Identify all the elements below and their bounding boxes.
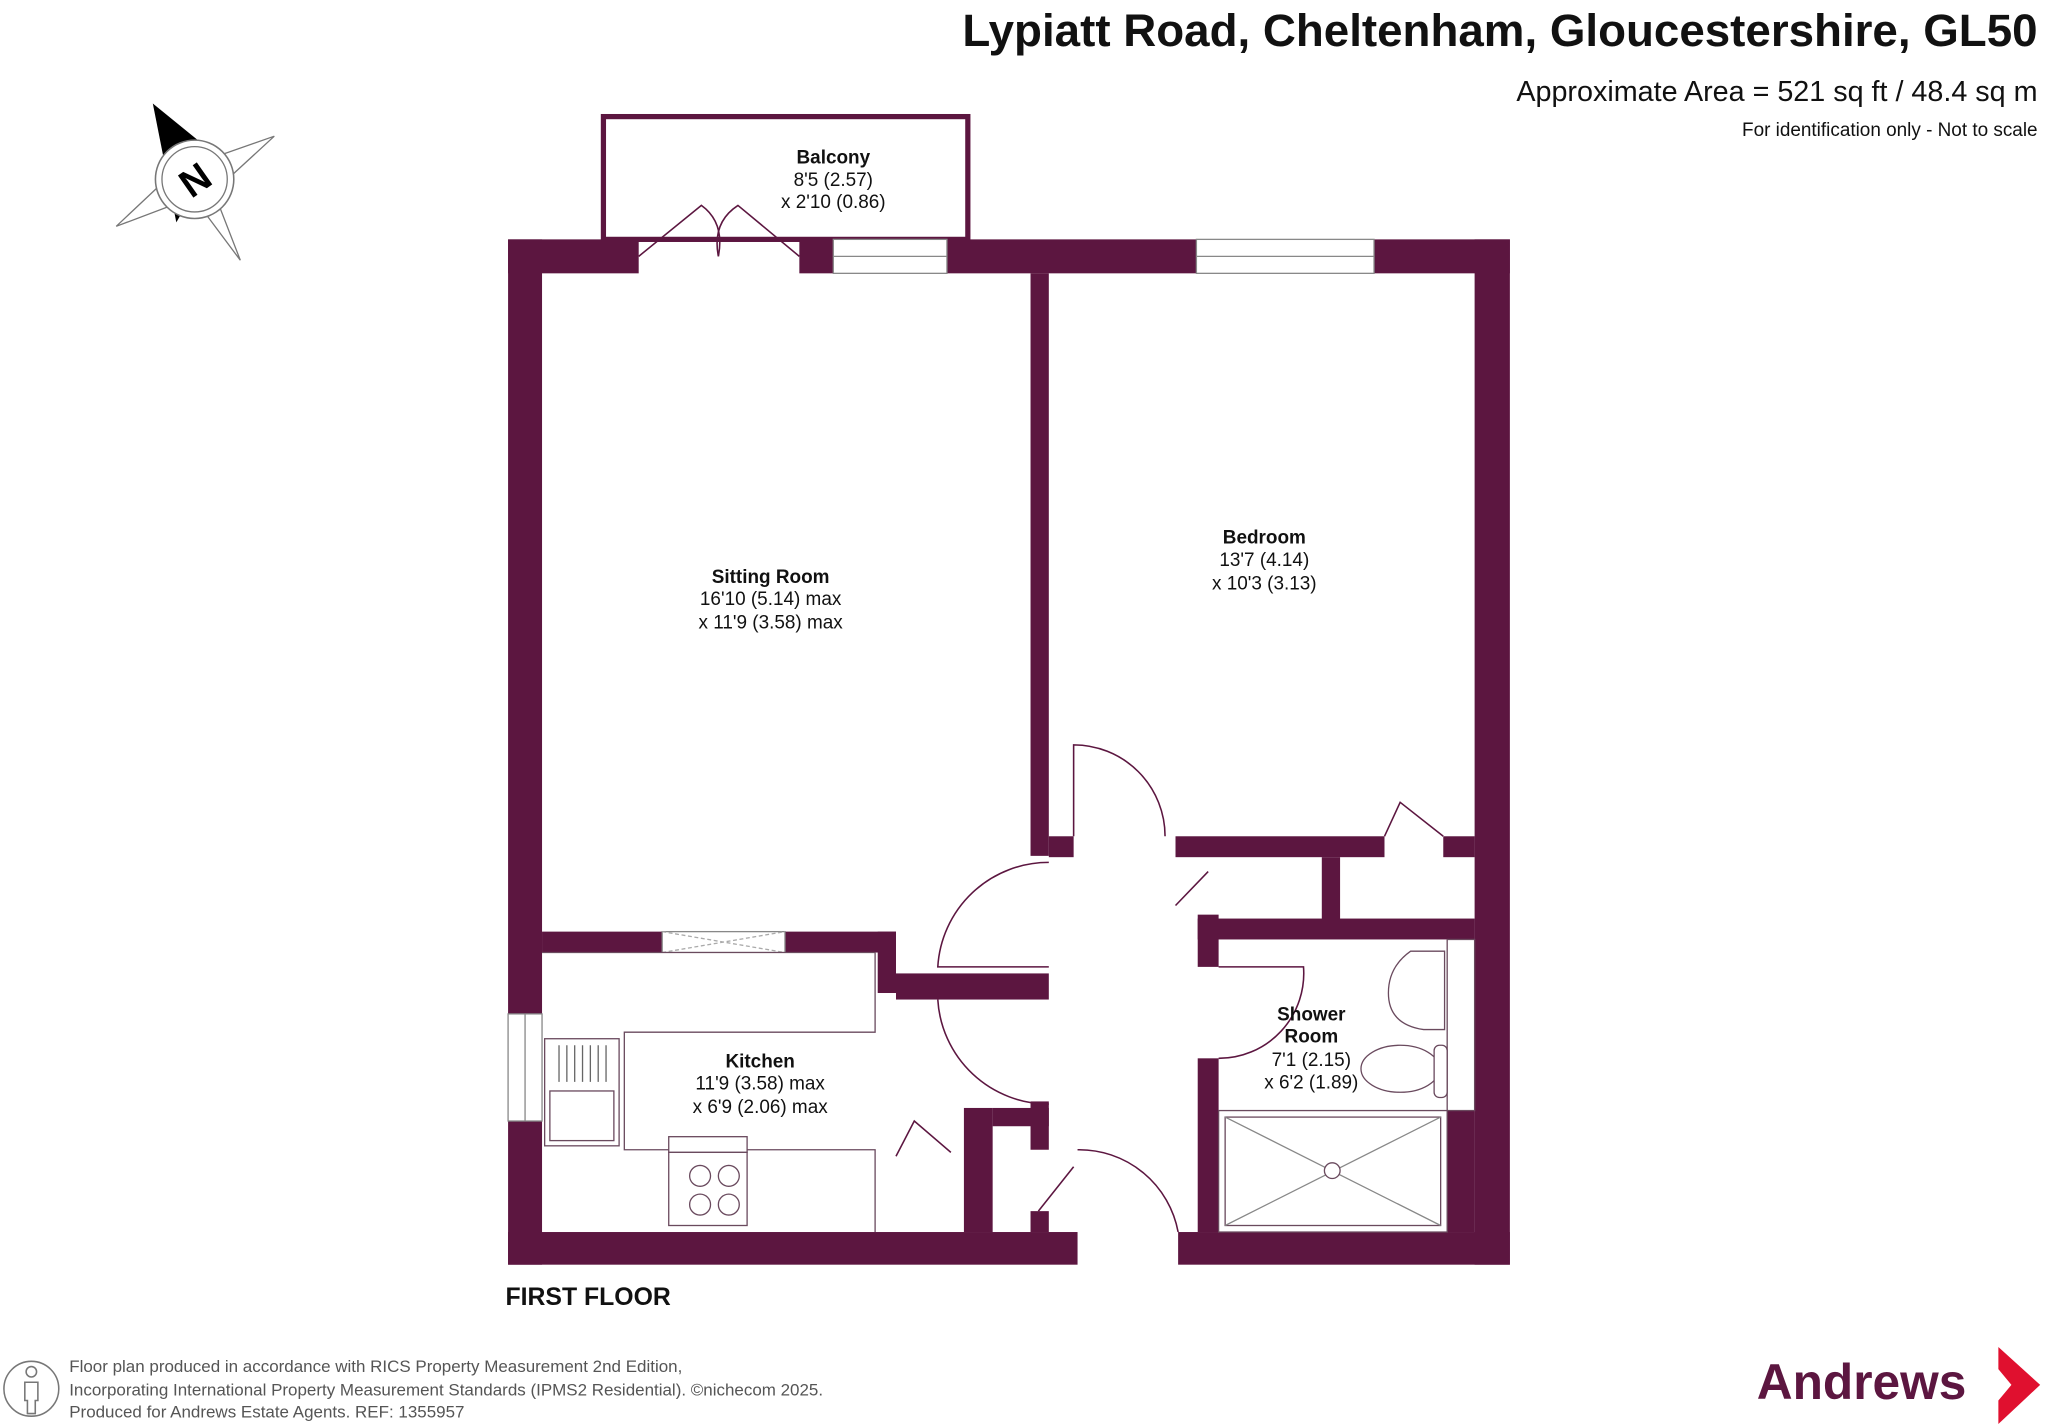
toilet-icon xyxy=(1360,1044,1440,1093)
svg-text:13'7 (4.14): 13'7 (4.14) xyxy=(1219,550,1309,571)
svg-text:Produced for Andrews Estate Ag: Produced for Andrews Estate Agents. REF:… xyxy=(69,1403,464,1422)
approximate-area: Approximate Area = 521 sq ft / 48.4 sq m xyxy=(1516,76,2037,108)
address-title: Lypiatt Road, Cheltenham, Gloucestershir… xyxy=(962,5,2037,56)
brand-chevron-icon xyxy=(1998,1346,2041,1425)
svg-text:Kitchen: Kitchen xyxy=(725,1051,794,1072)
andrews-logo: Andrews xyxy=(1757,1346,2041,1425)
walls xyxy=(508,239,1510,1265)
doors xyxy=(638,204,1444,1233)
room-label-shower-room: Shower Room 7'1 (2.15) x 6'2 (1.89) xyxy=(1264,1004,1358,1093)
floor-label: FIRST FLOOR xyxy=(505,1284,670,1311)
svg-text:Bedroom: Bedroom xyxy=(1223,528,1306,549)
svg-text:8'5 (2.57): 8'5 (2.57) xyxy=(794,170,873,191)
svg-text:x 6'2 (1.89): x 6'2 (1.89) xyxy=(1264,1072,1358,1093)
svg-text:Balcony: Balcony xyxy=(797,148,871,169)
svg-text:7'1 (2.15): 7'1 (2.15) xyxy=(1272,1050,1351,1071)
svg-text:Incorporating International Pr: Incorporating International Property Mea… xyxy=(69,1380,823,1399)
room-label-kitchen: Kitchen 11'9 (3.58) max x 6'9 (2.06) max xyxy=(693,1051,829,1118)
room-label-sitting-room: Sitting Room 16'10 (5.14) max x 11'9 (3.… xyxy=(699,567,844,634)
svg-text:x 10'3 (3.13): x 10'3 (3.13) xyxy=(1212,573,1317,594)
svg-text:Shower: Shower xyxy=(1277,1004,1346,1025)
svg-text:x 11'9 (3.58) max: x 11'9 (3.58) max xyxy=(699,613,844,634)
svg-text:x 2'10 (0.86): x 2'10 (0.86) xyxy=(781,192,886,213)
svg-text:11'9 (3.58) max: 11'9 (3.58) max xyxy=(695,1074,825,1095)
svg-text:Room: Room xyxy=(1285,1027,1339,1048)
svg-text:16'10 (5.14) max: 16'10 (5.14) max xyxy=(700,589,842,610)
svg-text:x 6'9 (2.06) max: x 6'9 (2.06) max xyxy=(693,1097,829,1118)
svg-text:Sitting Room: Sitting Room xyxy=(712,567,830,588)
kitchen-fittings xyxy=(542,951,876,1233)
room-label-balcony: Balcony 8'5 (2.57) x 2'10 (0.86) xyxy=(781,148,886,213)
footer-text: Floor plan produced in accordance with R… xyxy=(69,1357,823,1422)
svg-text:Floor plan produced in accorda: Floor plan produced in accordance with R… xyxy=(69,1357,682,1376)
scale-note: For identification only - Not to scale xyxy=(1742,120,2038,141)
basin-icon xyxy=(1387,950,1446,1031)
room-label-bedroom: Bedroom 13'7 (4.14) x 10'3 (3.13) xyxy=(1212,528,1317,595)
svg-text:Andrews: Andrews xyxy=(1757,1354,1967,1410)
hob-icon xyxy=(668,1151,748,1227)
balcony-outline xyxy=(600,113,971,242)
compass-icon: N xyxy=(115,103,275,261)
person-icon xyxy=(3,1360,60,1417)
windows xyxy=(507,238,1375,1122)
bathroom-fittings xyxy=(1217,938,1476,1233)
